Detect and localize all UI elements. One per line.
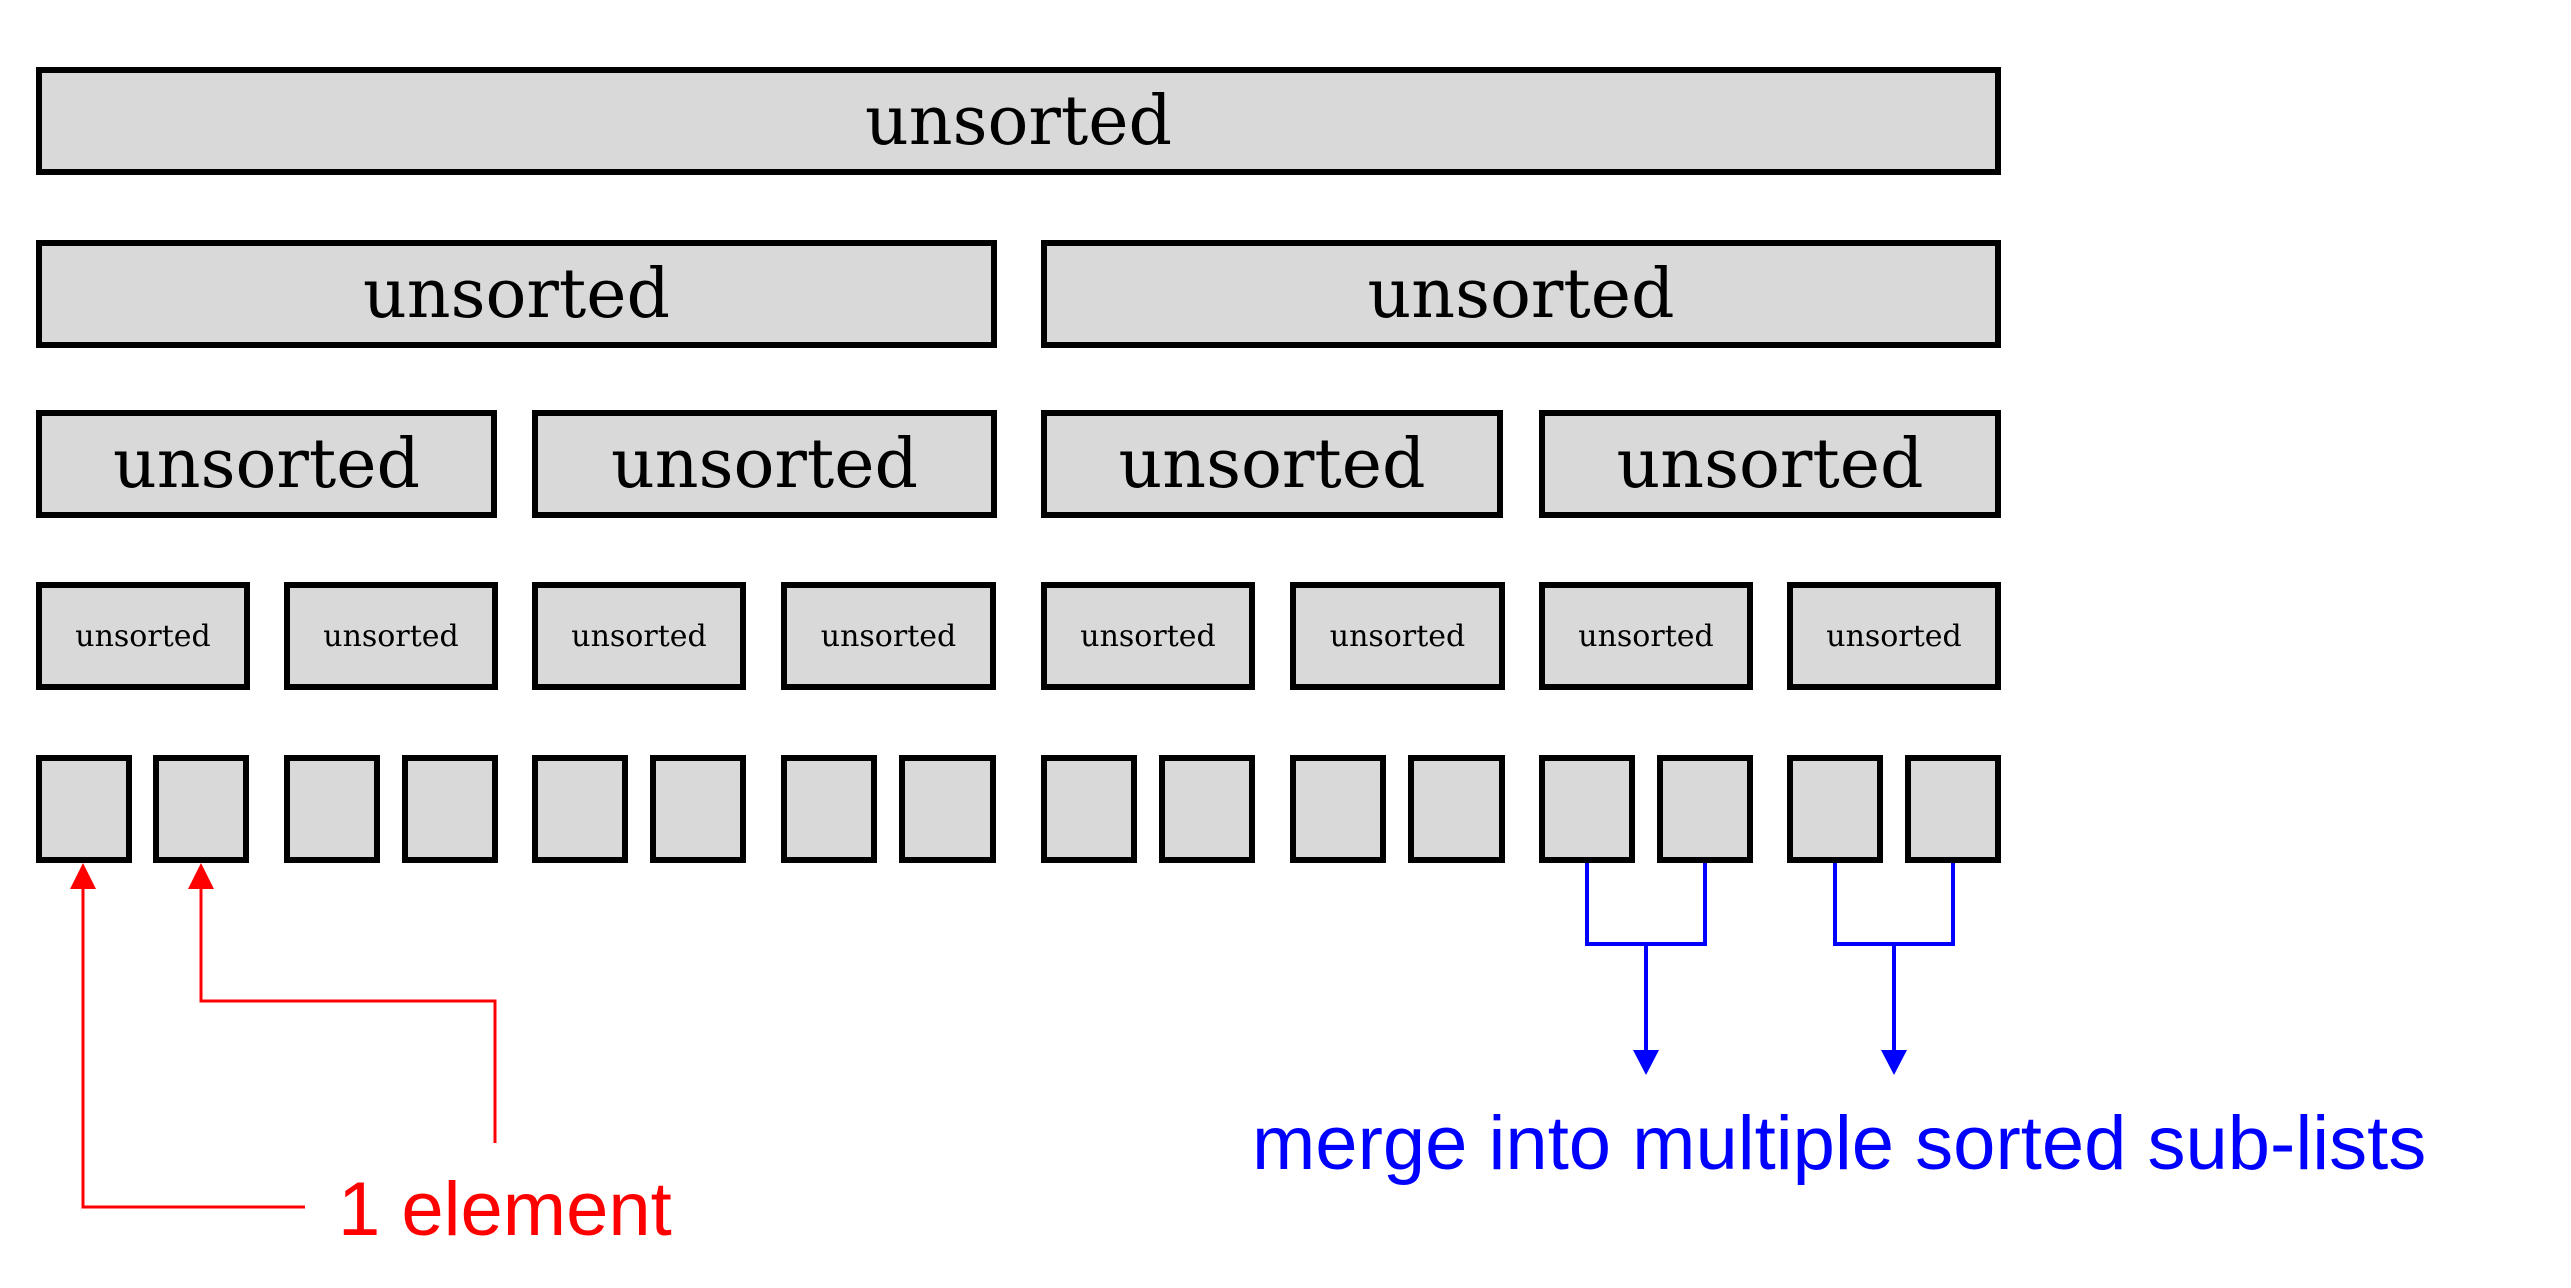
level-3-box: unsorted: [1041, 582, 1255, 690]
level-2-box: unsorted: [1041, 410, 1503, 518]
level-3-box: unsorted: [532, 582, 746, 690]
level-3-box: unsorted: [1787, 582, 2001, 690]
level-3-box: unsorted: [36, 582, 250, 690]
element-box: [1539, 755, 1635, 863]
element-box: [899, 755, 996, 863]
level-3-box: unsorted: [1539, 582, 1753, 690]
level-0-box: unsorted: [36, 67, 2001, 175]
element-box: [36, 755, 132, 863]
merge-bracket: [1585, 863, 1707, 1075]
merge-bracket: [1833, 863, 1955, 1075]
element-box: [153, 755, 249, 863]
element-box: [1905, 755, 2001, 863]
element-box: [1041, 755, 1137, 863]
level-3-box: unsorted: [284, 582, 498, 690]
element-box: [284, 755, 380, 863]
single-element-pointer: [188, 863, 497, 1143]
level-2-box: unsorted: [532, 410, 997, 518]
level-2-box: unsorted: [1539, 410, 2001, 518]
level-1-box: unsorted: [1041, 240, 2001, 348]
element-box: [1657, 755, 1753, 863]
element-box: [1408, 755, 1505, 863]
single-element-label: 1 element: [338, 1167, 672, 1252]
merge-label: merge into multiple sorted sub-lists: [1252, 1101, 2427, 1186]
element-box: [781, 755, 877, 863]
element-box: [1290, 755, 1386, 863]
element-box: [402, 755, 498, 863]
level-3-box: unsorted: [1290, 582, 1505, 690]
level-2-box: unsorted: [36, 410, 497, 518]
level-3-box: unsorted: [781, 582, 996, 690]
element-box: [650, 755, 746, 863]
single-element-pointer: [70, 863, 305, 1209]
element-box: [1159, 755, 1255, 863]
element-box: [532, 755, 628, 863]
level-1-box: unsorted: [36, 240, 997, 348]
element-box: [1787, 755, 1883, 863]
